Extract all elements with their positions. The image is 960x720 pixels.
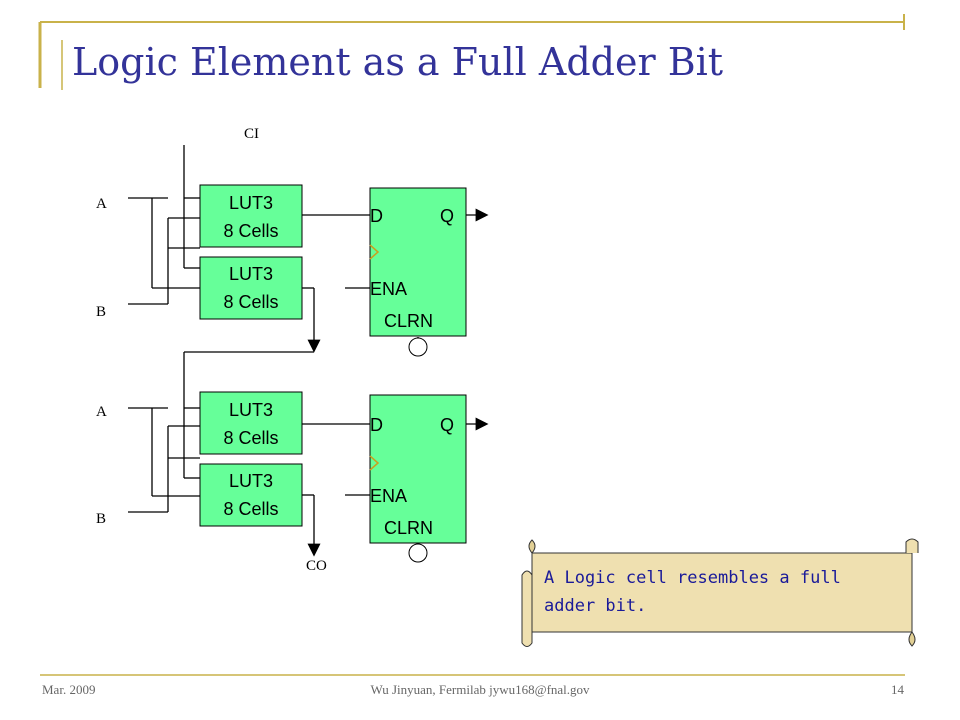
flip-flop-bottom: D Q ENA CLRN <box>369 394 467 563</box>
clrn-bubble-icon <box>408 337 428 357</box>
lut-block-top-1: LUT3 8 Cells <box>199 184 303 248</box>
lut-cells-label: 8 Cells <box>223 499 278 519</box>
page-title: Logic Element as a Full Adder Bit <box>72 40 724 84</box>
ff-clrn-label: CLRN <box>384 311 433 331</box>
lut-label: LUT3 <box>229 400 273 420</box>
footer-page-number: 14 <box>891 682 904 697</box>
footer-author: Wu Jinyuan, Fermilab jywu168@fnal.gov <box>370 682 590 697</box>
note-scroll: A Logic cell resembles a full adder bit. <box>521 538 919 647</box>
lut-cells-label: 8 Cells <box>223 221 278 241</box>
clock-triangle-icon <box>369 244 380 260</box>
lut-block-bottom-1: LUT3 8 Cells <box>199 391 303 455</box>
ff-q-label: Q <box>440 415 454 435</box>
note-line-1: A Logic cell resembles a full <box>544 568 841 588</box>
bottom-wiring <box>128 352 489 557</box>
flip-flop-top: D Q ENA CLRN <box>369 187 467 357</box>
co-label: CO <box>306 558 327 574</box>
input-a-bottom-label: A <box>96 404 107 420</box>
lut-cells-label: 8 Cells <box>223 292 278 312</box>
ff-ena-label: ENA <box>370 279 407 299</box>
footer-date: Mar. 2009 <box>42 682 96 697</box>
clock-triangle-icon <box>369 455 380 471</box>
ci-label: CI <box>244 126 259 142</box>
clrn-bubble-icon <box>408 543 428 563</box>
ff-d-label: D <box>370 415 383 435</box>
input-a-top-label: A <box>96 196 107 212</box>
input-b-bottom-label: B <box>96 511 106 527</box>
lut-block-top-2: LUT3 8 Cells <box>199 256 303 320</box>
ff-clrn-label: CLRN <box>384 518 433 538</box>
input-b-top-label: B <box>96 304 106 320</box>
lut-label: LUT3 <box>229 471 273 491</box>
ff-d-label: D <box>370 206 383 226</box>
lut-label: LUT3 <box>229 193 273 213</box>
lut-block-bottom-2: LUT3 8 Cells <box>199 463 303 527</box>
ff-ena-label: ENA <box>370 486 407 506</box>
top-wiring <box>128 145 489 353</box>
lut-label: LUT3 <box>229 264 273 284</box>
ff-q-label: Q <box>440 206 454 226</box>
note-line-2: adder bit. <box>544 596 646 616</box>
lut-cells-label: 8 Cells <box>223 428 278 448</box>
